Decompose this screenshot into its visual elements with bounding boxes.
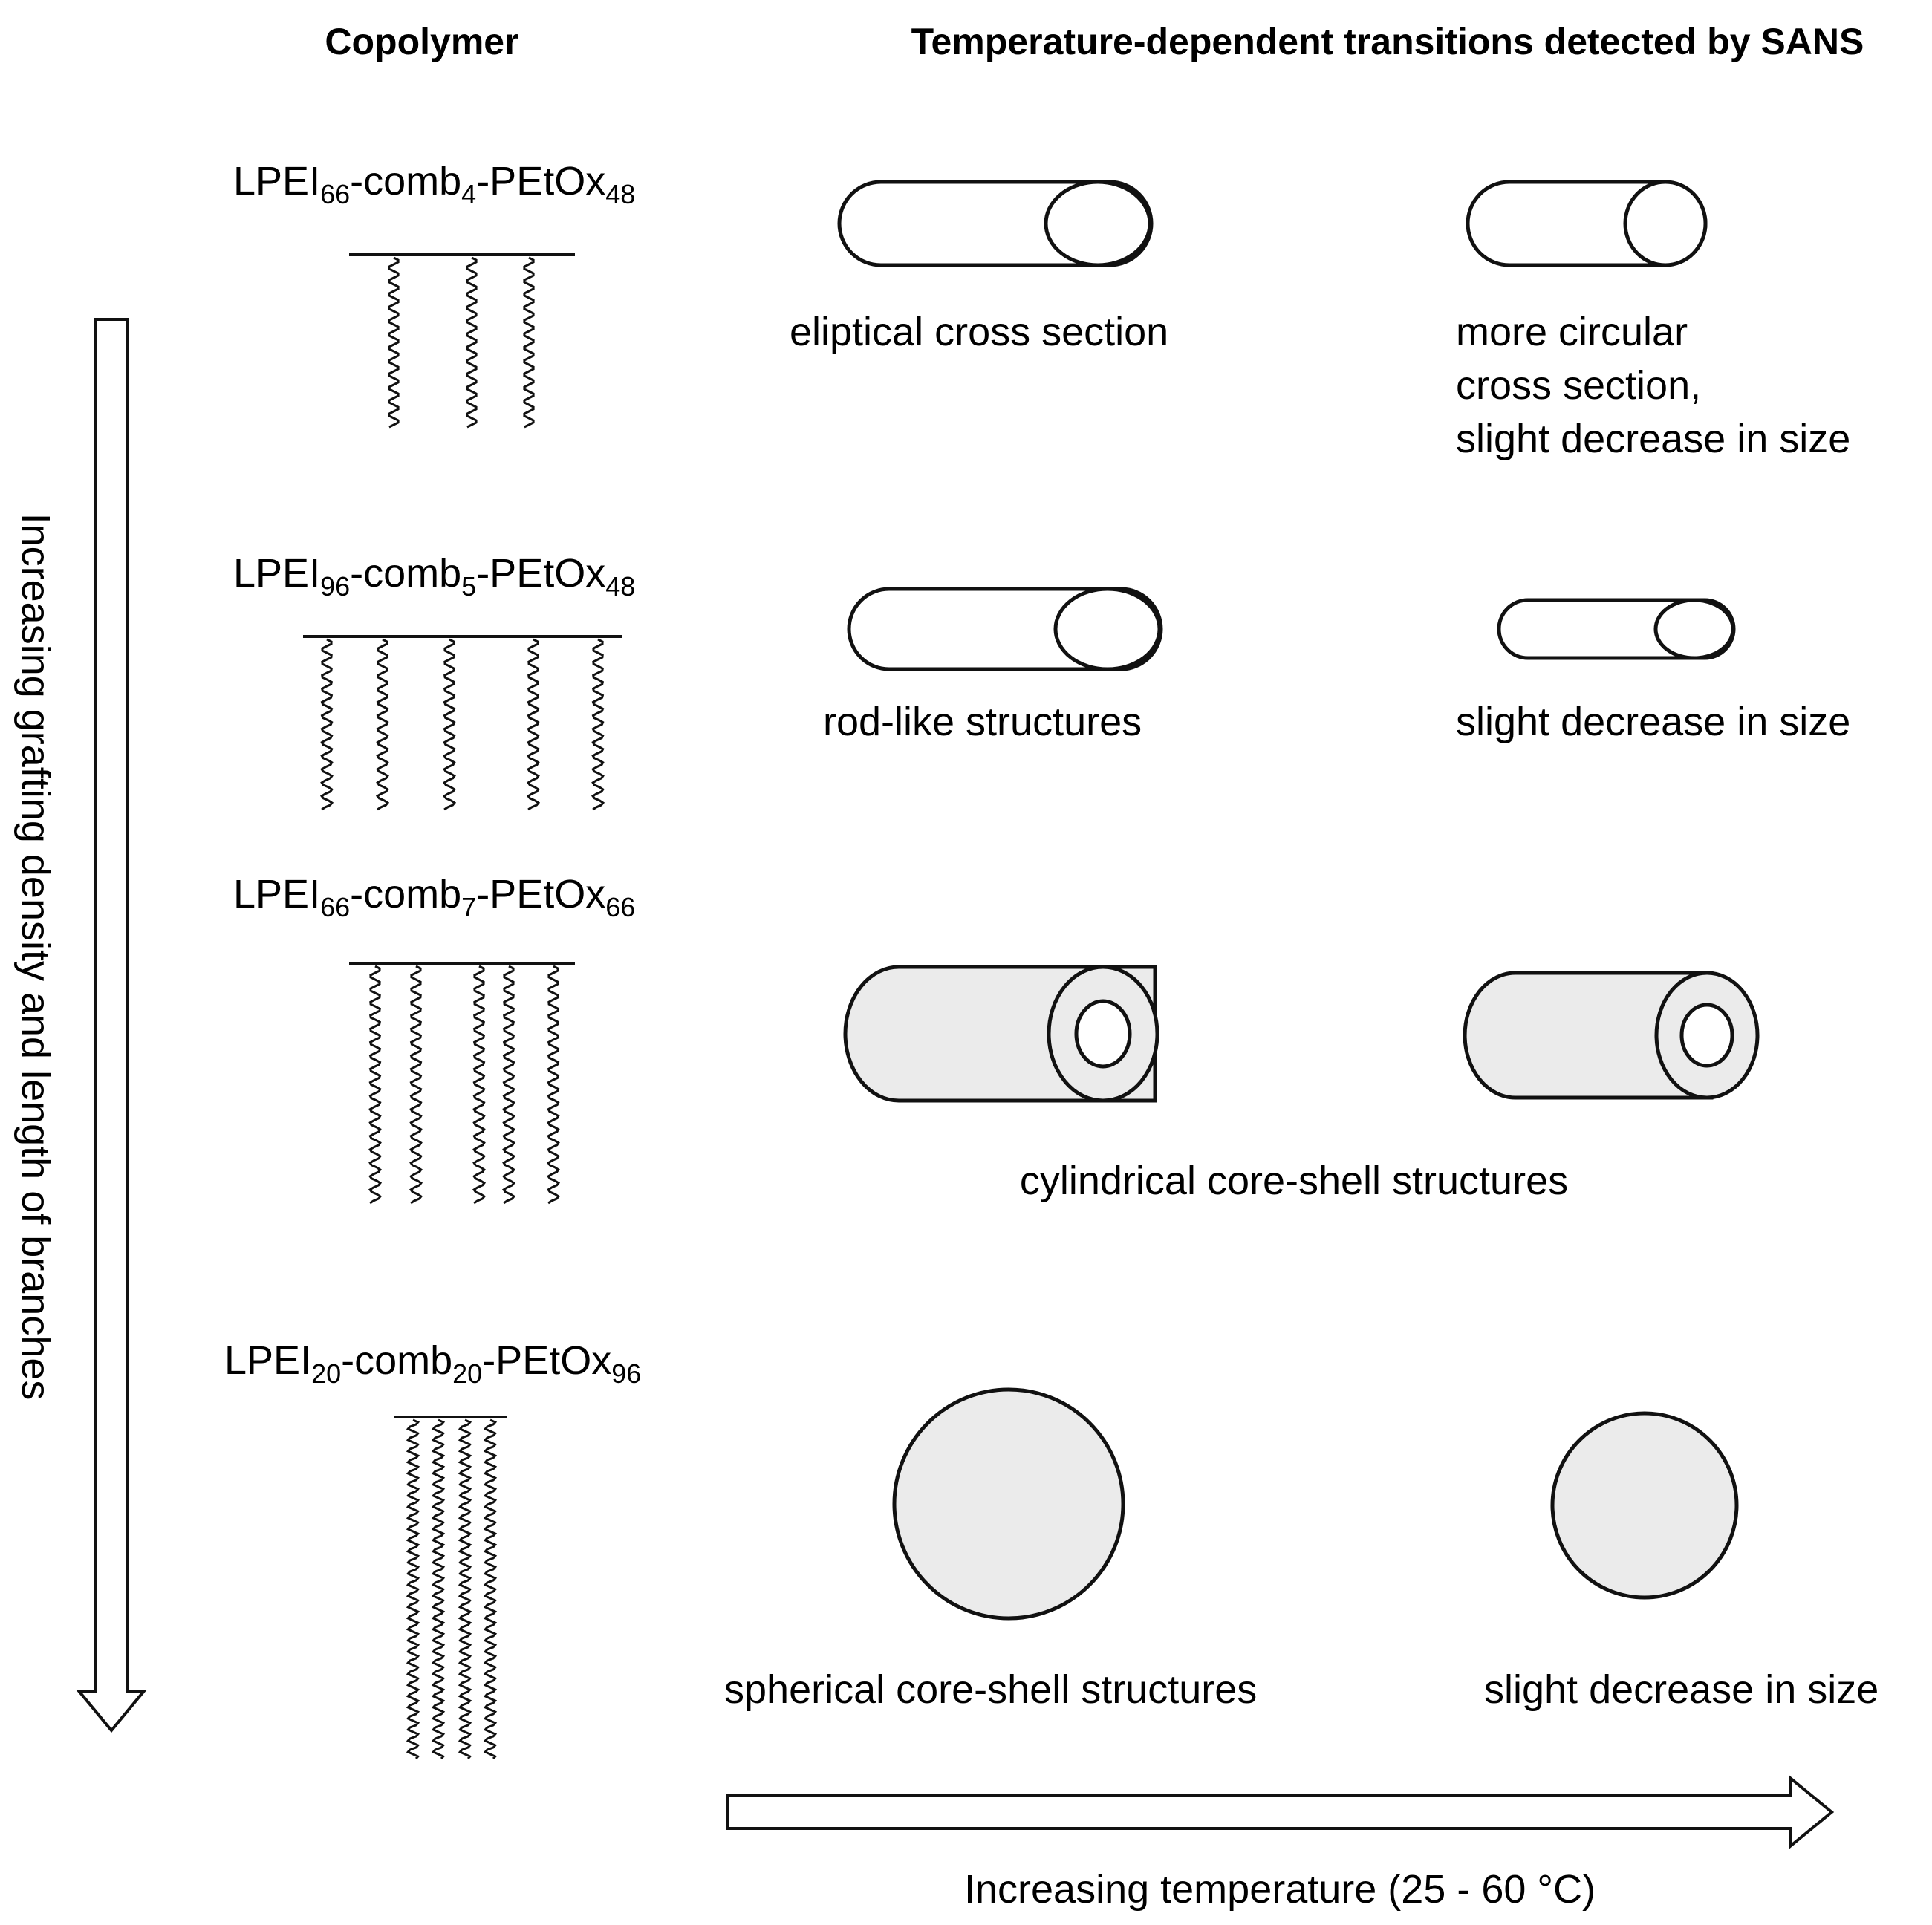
grafted-branch (319, 638, 334, 811)
vertical-arrow (76, 318, 147, 1733)
capsule-elliptical (837, 180, 1154, 267)
grafted-branch (523, 256, 535, 429)
comb-branches-4 (406, 1418, 498, 1759)
grafted-branch (546, 965, 561, 1205)
horizontal-axis-label: Increasing temperature (25 - 60 °C) (964, 1867, 1596, 1912)
label-elliptical-cross-section: eliptical cross section (790, 310, 1168, 354)
grafted-branch (431, 1418, 446, 1759)
label-cylindrical-core-shell: cylindrical core-shell structures (1020, 1159, 1568, 1203)
capsule-more-circular (1466, 180, 1708, 267)
horizontal-arrow (726, 1774, 1835, 1850)
rod-structure (847, 587, 1163, 671)
comb-branches-3 (368, 965, 561, 1205)
label-more-circular-3: slight decrease in size (1456, 417, 1850, 461)
grafted-branch (466, 256, 478, 429)
label-slight-decrease-row4: slight decrease in size (1484, 1667, 1879, 1712)
rod-structure-smaller (1497, 598, 1736, 660)
grafted-branch (442, 638, 457, 811)
label-rod-like-structures: rod-like structures (823, 700, 1142, 744)
label-spherical-core-shell: spherical core-shell structures (724, 1667, 1257, 1712)
sphere-core-shell-smaller (1550, 1411, 1739, 1600)
grafted-branch (375, 638, 390, 811)
copolymer-name-2: LPEI96-comb5-PEtOx48 (233, 551, 635, 602)
grafted-branch (409, 965, 423, 1205)
grafted-branch (483, 1418, 498, 1759)
grafted-branch (388, 256, 400, 429)
copolymer-name-3: LPEI66-comb7-PEtOx66 (233, 872, 635, 922)
copolymer-name-1: LPEI66-comb4-PEtOx48 (233, 159, 635, 209)
grafted-branch (472, 965, 487, 1205)
grafted-branch (458, 1418, 472, 1759)
grafted-branch (368, 965, 383, 1205)
label-slight-decrease-row2: slight decrease in size (1456, 700, 1850, 744)
cylinder-core-shell-smaller (1463, 971, 1760, 1100)
label-more-circular-2: cross section, (1456, 363, 1701, 408)
cylinder-core-shell (843, 965, 1159, 1103)
grafted-branch (591, 638, 605, 811)
grafted-branch (501, 965, 516, 1205)
comb-branches-1 (388, 256, 535, 429)
header-transitions: Temperature-dependent transitions detect… (911, 21, 1864, 62)
comb-branches-2 (319, 638, 605, 811)
vertical-axis-label: Increasing grafting density and length o… (13, 513, 58, 1401)
copolymer-name-4: LPEI20-comb20-PEtOx96 (224, 1338, 641, 1389)
grafted-branch (526, 638, 541, 811)
header-copolymer: Copolymer (325, 21, 518, 62)
label-more-circular-1: more circular (1456, 310, 1688, 354)
grafted-branch (406, 1418, 420, 1759)
sphere-core-shell (892, 1387, 1125, 1621)
